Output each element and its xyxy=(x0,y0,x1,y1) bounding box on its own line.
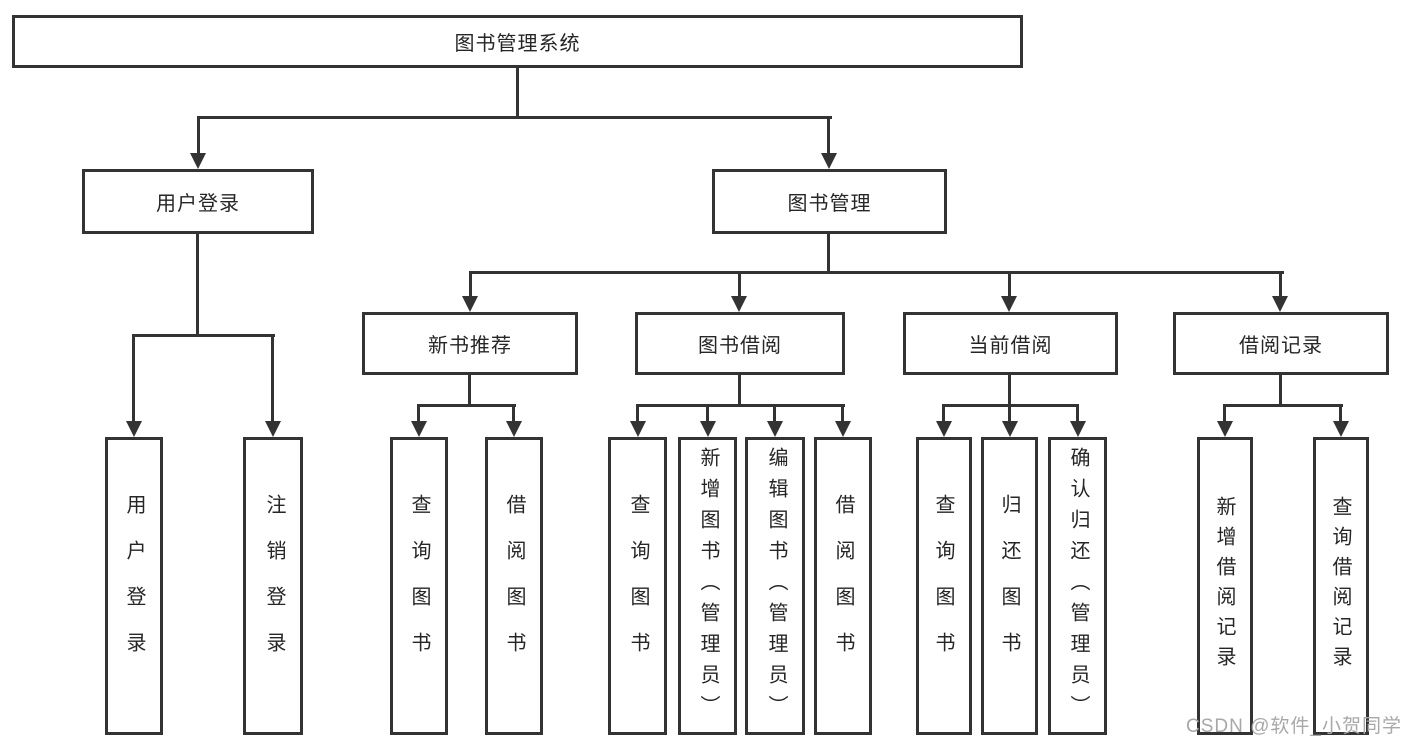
leaf-label: 编辑图书（管理员） xyxy=(765,446,787,726)
arrow-down-icon xyxy=(265,421,281,437)
arrow-down-icon xyxy=(630,421,646,437)
connector-line xyxy=(469,271,1284,274)
arrow-down-icon xyxy=(1001,296,1017,312)
connector-line xyxy=(942,404,945,421)
node-new-book-recommendation: 新书推荐 xyxy=(362,312,578,375)
arrow-down-icon xyxy=(411,421,427,437)
node-library-management-system: 图书管理系统 xyxy=(12,15,1023,68)
leaf-borrow-books-recommend: 借阅图书 xyxy=(485,437,543,735)
arrow-down-icon xyxy=(462,296,478,312)
connector-line xyxy=(1223,404,1343,407)
connector-line xyxy=(738,271,741,297)
leaf-label: 用户登录 xyxy=(123,494,145,678)
connector-line xyxy=(468,375,471,407)
arrow-down-icon xyxy=(700,421,716,437)
connector-line xyxy=(197,116,832,119)
arrow-down-icon xyxy=(767,421,783,437)
arrow-down-icon xyxy=(1002,421,1018,437)
leaf-label: 查询图书 xyxy=(627,494,649,678)
connector-line xyxy=(827,116,830,154)
connector-line xyxy=(1008,404,1011,421)
connector-line xyxy=(841,404,844,421)
connector-line xyxy=(417,404,516,407)
connector-line xyxy=(1339,404,1342,421)
connector-line xyxy=(636,404,845,407)
arrow-down-icon xyxy=(1272,296,1288,312)
arrow-down-icon xyxy=(190,153,206,169)
leaf-label: 新增借阅记录 xyxy=(1213,496,1235,676)
connector-line xyxy=(1076,404,1079,421)
arrow-down-icon xyxy=(835,421,851,437)
leaf-query-borrow-record: 查询借阅记录 xyxy=(1313,437,1369,735)
connector-line xyxy=(469,271,472,297)
arrow-down-icon xyxy=(821,153,837,169)
leaf-label: 归还图书 xyxy=(998,494,1020,678)
connector-line xyxy=(773,404,776,421)
connector-line xyxy=(417,404,420,421)
connector-line xyxy=(1279,375,1282,407)
connector-line xyxy=(197,116,200,154)
node-book-borrowing: 图书借阅 xyxy=(635,312,845,375)
node-book-management: 图书管理 xyxy=(712,169,947,234)
arrow-down-icon xyxy=(1217,421,1233,437)
arrow-down-icon xyxy=(731,296,747,312)
node-borrowing-records: 借阅记录 xyxy=(1173,312,1389,375)
connector-line xyxy=(1279,271,1282,297)
leaf-label: 查询图书 xyxy=(408,494,430,678)
leaf-confirm-return-admin: 确认归还（管理员） xyxy=(1048,437,1107,735)
arrow-down-icon xyxy=(1070,421,1086,437)
connector-line xyxy=(132,334,135,421)
leaf-borrow-books: 借阅图书 xyxy=(814,437,872,735)
leaf-label: 确认归还（管理员） xyxy=(1067,446,1089,726)
connector-line xyxy=(132,334,275,337)
leaf-logout: 注销登录 xyxy=(243,437,303,735)
arrow-down-icon xyxy=(506,421,522,437)
node-label: 图书管理系统 xyxy=(454,33,581,55)
leaf-label: 借阅图书 xyxy=(503,494,525,678)
leaf-label: 查询借阅记录 xyxy=(1329,496,1351,676)
connector-line xyxy=(1223,404,1226,421)
node-user-login: 用户登录 xyxy=(82,169,314,234)
leaf-label: 新增图书（管理员） xyxy=(697,446,719,726)
node-label: 当前借阅 xyxy=(968,335,1053,357)
node-current-borrowing: 当前借阅 xyxy=(903,312,1118,375)
arrow-down-icon xyxy=(126,421,142,437)
node-label: 新书推荐 xyxy=(428,335,512,357)
node-label: 图书借阅 xyxy=(698,335,782,357)
leaf-return-books: 归还图书 xyxy=(981,437,1038,735)
connector-line xyxy=(196,234,199,335)
connector-line xyxy=(706,404,709,421)
connector-line xyxy=(1008,375,1011,407)
connector-line xyxy=(1008,271,1011,297)
leaf-query-books-recommend: 查询图书 xyxy=(390,437,448,735)
leaf-label: 借阅图书 xyxy=(832,494,854,678)
leaf-add-books-admin: 新增图书（管理员） xyxy=(678,437,737,735)
leaf-query-books-borrowing: 查询图书 xyxy=(608,437,667,735)
node-label: 图书管理 xyxy=(787,193,872,215)
connector-line xyxy=(738,375,741,407)
csdn-watermark: CSDN @软件_小贺同学 xyxy=(1186,716,1402,737)
leaf-label: 查询图书 xyxy=(932,494,954,678)
node-label: 用户登录 xyxy=(156,193,240,215)
connector-line xyxy=(827,234,830,274)
node-label: 借阅记录 xyxy=(1239,335,1323,357)
leaf-user-login: 用户登录 xyxy=(105,437,163,735)
leaf-label: 注销登录 xyxy=(263,494,285,678)
connector-line xyxy=(516,68,519,118)
leaf-query-books-current: 查询图书 xyxy=(916,437,972,735)
connector-line xyxy=(636,404,639,421)
connector-line xyxy=(271,334,274,421)
arrow-down-icon xyxy=(1333,421,1349,437)
leaf-edit-books-admin: 编辑图书（管理员） xyxy=(745,437,805,735)
connector-line xyxy=(512,404,515,421)
leaf-add-borrow-record: 新增借阅记录 xyxy=(1197,437,1253,735)
arrow-down-icon xyxy=(936,421,952,437)
